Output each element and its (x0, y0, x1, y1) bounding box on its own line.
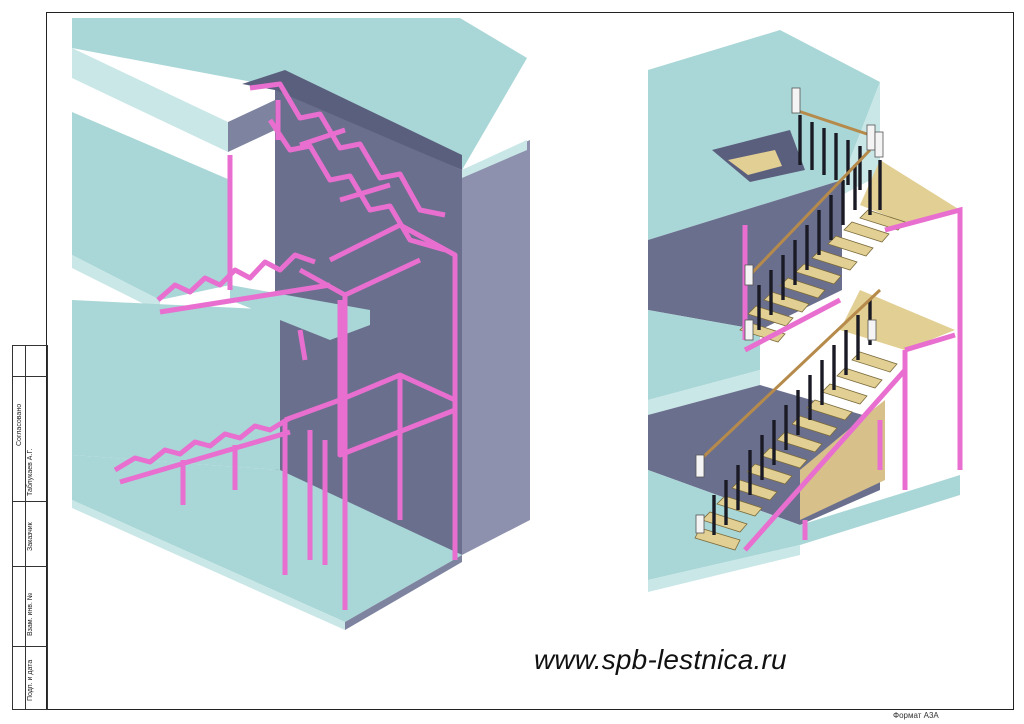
top-slab-side (842, 82, 880, 195)
top-slab (648, 30, 880, 240)
lower-wall-left (72, 300, 280, 470)
balusters (712, 115, 882, 535)
newel-posts (695, 87, 884, 534)
title-stamp: Согласовано Таблукаев А.Г. Заказчик Взам… (12, 345, 48, 710)
under-stair-wall (800, 400, 885, 520)
pink-structure (742, 206, 963, 552)
stamp-divider (25, 346, 26, 709)
pink-frame (113, 81, 458, 610)
floor-right (345, 555, 462, 630)
stamp-row (13, 646, 47, 647)
sheet-format: Формат А3А (893, 711, 939, 720)
handrails (698, 108, 882, 462)
lower-treads (694, 351, 898, 551)
upper-slab-front (228, 100, 275, 152)
right-wall (462, 140, 530, 555)
stamp-row (13, 566, 47, 567)
stamp-row (13, 376, 47, 377)
floor (72, 455, 462, 622)
upper-slab-edge (72, 48, 228, 152)
website-url: www.spb-lestnica.ru (534, 644, 787, 675)
stamp-row (13, 501, 47, 502)
middle-slab-top (72, 112, 230, 300)
top-opening-wood (728, 150, 782, 175)
upper-slab-side (462, 140, 527, 178)
upper-opening (242, 70, 462, 170)
floor-edge (648, 545, 800, 592)
middle-slab-side (72, 255, 160, 312)
middle-slab-edge (648, 370, 760, 415)
drawing-frame (46, 12, 1014, 710)
floor-edge (72, 500, 345, 630)
mid-landing-slab (230, 285, 370, 340)
upper-landing (860, 160, 960, 225)
floor-wall-front (648, 470, 730, 580)
